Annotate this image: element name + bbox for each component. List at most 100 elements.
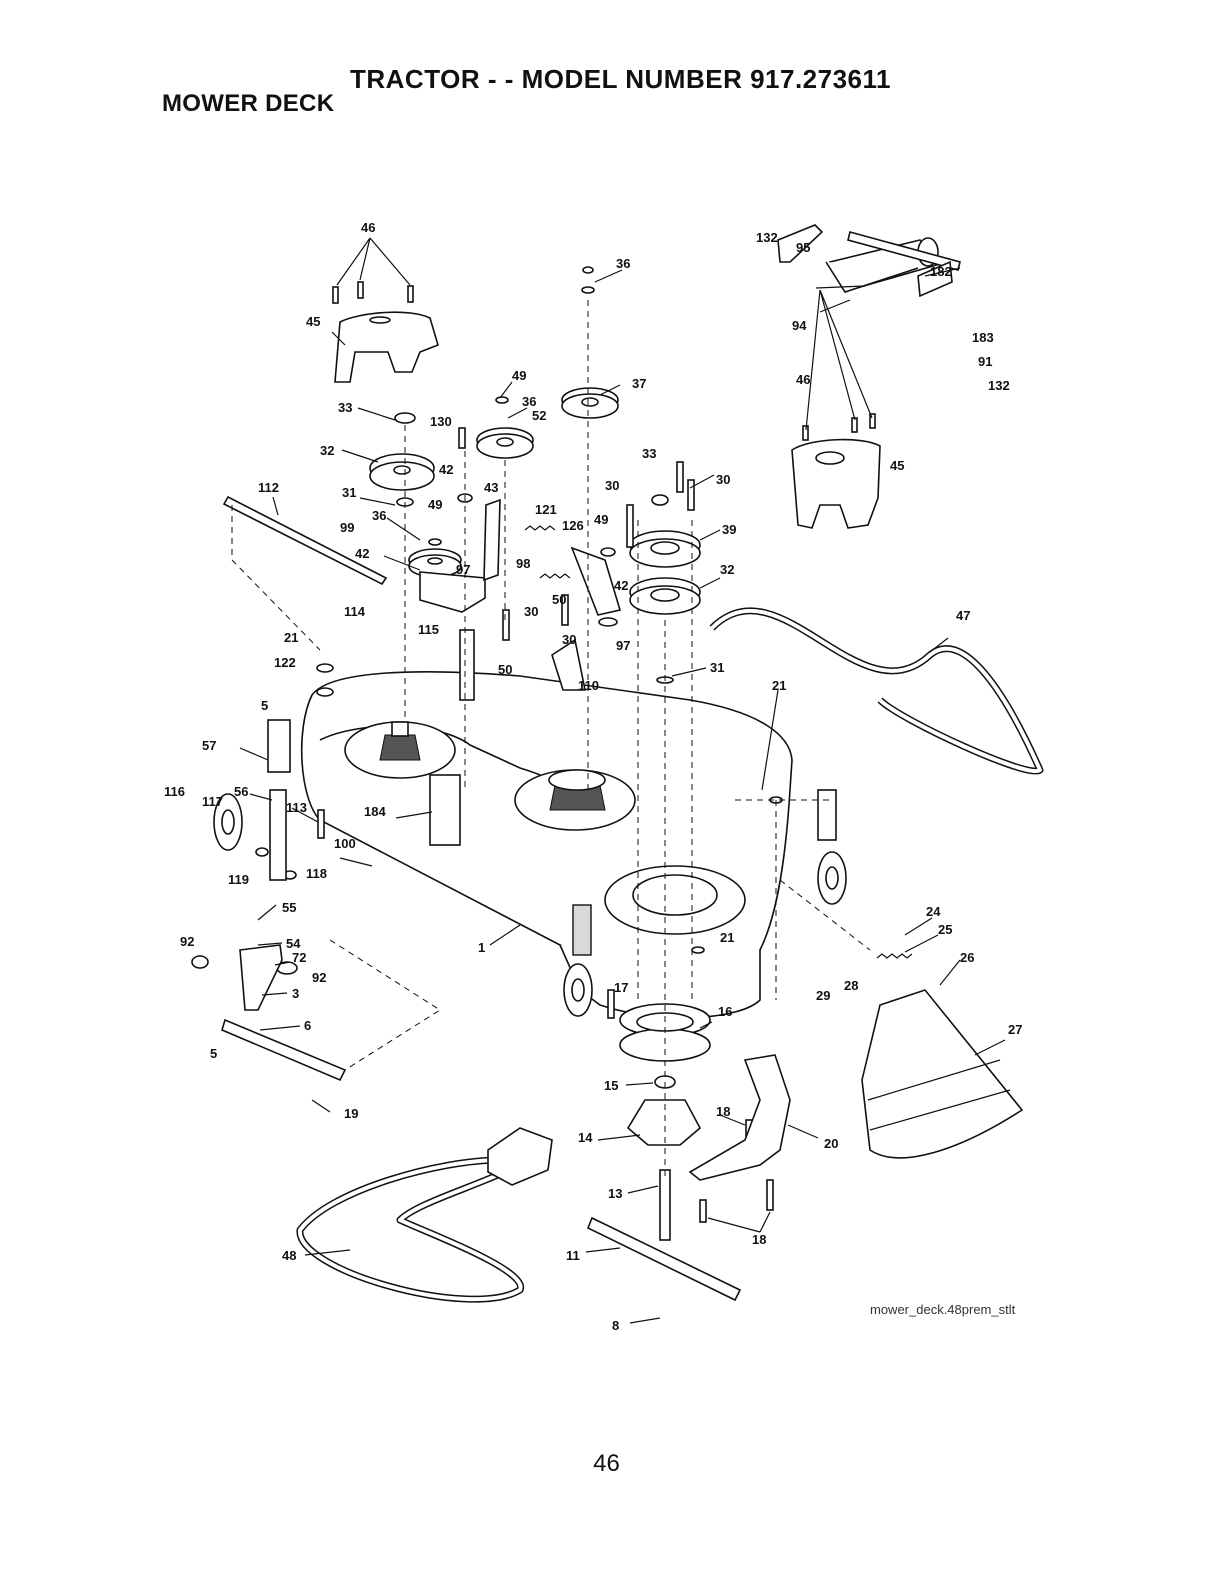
callout-label: 39 (722, 522, 736, 537)
mower-deck-housing (300, 671, 793, 1019)
pulley-spindle-right-upper (629, 530, 701, 568)
baffle-20 (688, 1054, 791, 1181)
callout-label: 30 (562, 632, 576, 647)
belt-guard-left (334, 311, 439, 383)
callout-label: 5 (261, 698, 268, 713)
callout-label: 33 (338, 400, 352, 415)
pulley-idler-top-right (561, 387, 619, 419)
callout-label: 119 (228, 872, 249, 887)
callout-label: 20 (824, 1136, 838, 1151)
alignment-dash-lines (231, 300, 871, 1180)
spring-121 (524, 525, 556, 531)
callout-label: 18 (716, 1104, 730, 1119)
callout-label: 121 (535, 502, 557, 517)
rod-112 (222, 495, 388, 586)
belt-guard-right (791, 438, 881, 529)
callout-label: 110 (578, 678, 599, 693)
callout-label: 49 (512, 368, 526, 383)
callout-label: 97 (456, 562, 470, 577)
page-number: 46 (593, 1450, 620, 1477)
pulley-spindle-left (369, 453, 435, 491)
callout-label: 32 (320, 443, 334, 458)
callout-label: 57 (202, 738, 216, 753)
callout-label: 55 (282, 900, 296, 915)
section-heading: MOWER DECK (162, 90, 335, 117)
callout-label: 97 (616, 638, 630, 653)
callout-label: 30 (605, 478, 619, 493)
callout-label: 114 (344, 604, 366, 619)
callout-label: 92 (312, 970, 326, 985)
callout-label: 182 (930, 264, 952, 279)
callout-label: 27 (1008, 1022, 1022, 1037)
callout-label: 56 (234, 784, 248, 799)
callout-label: 21 (772, 678, 786, 693)
spring-98 (539, 573, 571, 579)
callout-label: 36 (522, 394, 536, 409)
diagram-file-caption: mower_deck.48prem_stlt (870, 1302, 1016, 1317)
callout-label: 42 (355, 546, 369, 561)
discharge-chute-27 (861, 989, 1024, 1159)
callout-label: 46 (361, 220, 375, 235)
callout-leader-lines (239, 237, 1006, 1324)
callout-label: 30 (524, 604, 538, 619)
callout-label: 183 (972, 330, 994, 345)
callout-label: 48 (282, 1248, 296, 1263)
callout-label: 45 (306, 314, 320, 329)
callout-label: 50 (498, 662, 512, 677)
callout-label: 99 (340, 520, 354, 535)
callout-label: 122 (274, 655, 296, 670)
callout-label: 21 (284, 630, 298, 645)
page-title: TRACTOR - - MODEL NUMBER 917.273611 (350, 64, 892, 94)
anti-scalp-wheel-right (817, 851, 847, 905)
front-hanger-bracket (221, 789, 347, 1082)
callout-label: 92 (180, 934, 194, 949)
callout-label: 3 (292, 986, 299, 1001)
idler-arm-assembly (419, 498, 622, 701)
callout-label: 132 (756, 230, 778, 245)
anti-scalp-wheel-left (213, 793, 243, 851)
callout-label: 36 (372, 508, 386, 523)
deck-hanger-bracket-left (267, 719, 461, 846)
belt-47 (709, 607, 1044, 775)
deck-hanger-bracket-right (572, 789, 837, 956)
spring-25 (876, 953, 913, 959)
callout-label: 126 (562, 518, 584, 533)
callout-label: 52 (532, 408, 546, 423)
callout-label: 50 (552, 592, 566, 607)
callout-label: 6 (304, 1018, 311, 1033)
callout-label: 117 (202, 794, 223, 809)
callout-label: 17 (614, 980, 628, 995)
mower-blade-11 (586, 1216, 742, 1302)
callout-label: 100 (334, 836, 356, 851)
deck-spindle-left (379, 721, 421, 761)
callout-label: 13 (608, 1186, 622, 1201)
anti-scalp-wheel-front (563, 963, 593, 1017)
callout-label: 37 (632, 376, 646, 391)
callout-label: 49 (594, 512, 608, 527)
callout-label: 42 (614, 578, 628, 593)
deck-spindle-center (548, 769, 606, 811)
deck-roller (777, 224, 961, 298)
callout-label: 16 (718, 1004, 732, 1019)
belt-48 (296, 1127, 553, 1303)
callout-labels: 46 45 33 32 31 36 99 42 112 130 49 36 52… (164, 220, 1022, 1333)
callout-label: 132 (988, 378, 1010, 393)
callout-label: 46 (796, 372, 810, 387)
callout-label: 15 (604, 1078, 618, 1093)
callout-label: 28 (844, 978, 858, 993)
pulley-spindle-right-lower (629, 577, 701, 615)
spindle-shaft-13 (659, 1169, 671, 1241)
callout-label: 33 (642, 446, 656, 461)
callout-label: 8 (612, 1318, 619, 1333)
callout-label: 31 (710, 660, 724, 675)
callout-label: 45 (890, 458, 904, 473)
callout-label: 25 (938, 922, 952, 937)
callout-label: 36 (616, 256, 630, 271)
callout-label: 113 (286, 800, 307, 815)
callout-label: 26 (960, 950, 974, 965)
callout-label: 49 (428, 497, 442, 512)
callout-label: 98 (516, 556, 530, 571)
callout-label: 72 (292, 950, 306, 965)
callout-label: 24 (926, 904, 941, 919)
